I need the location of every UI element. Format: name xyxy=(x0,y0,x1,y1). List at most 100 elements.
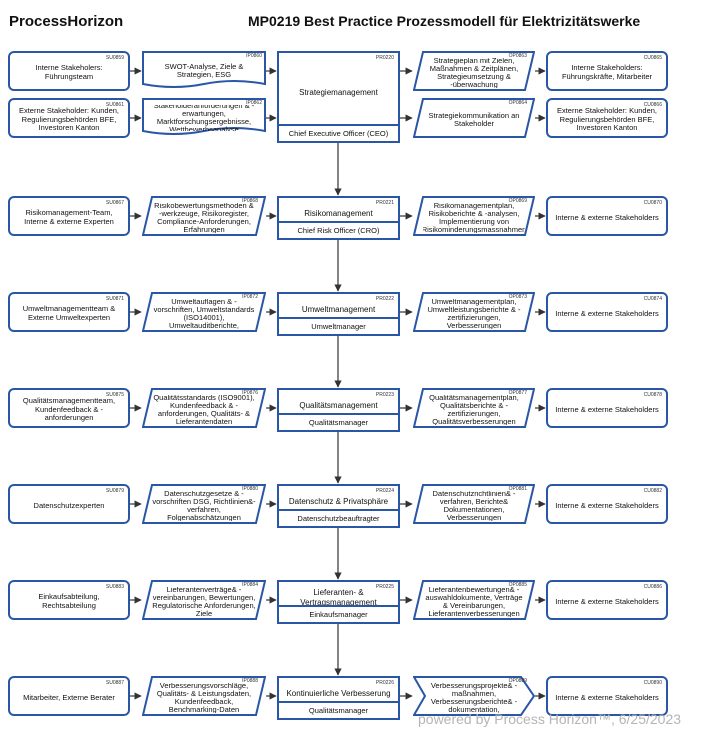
process-code: PR0223 xyxy=(375,392,394,398)
node-text: Interne Stakeholders: Führungskräfte, Mi… xyxy=(561,63,653,81)
node-text: Interne & externe Stakeholders xyxy=(555,212,659,222)
node-code: SU0859 xyxy=(105,55,124,61)
input-document[interactable]: IP0860 SWOT-Analyse, Ziele & Strategien,… xyxy=(142,51,266,91)
supplier-node[interactable]: SU0859 Interne Stakeholers: Führungsteam xyxy=(8,51,130,91)
node-code: SU0867 xyxy=(105,200,124,206)
node-text: Mitarbeiter, Externe Berater xyxy=(23,692,115,702)
node-text: Externe Stakeholder: Kunden, Regulierung… xyxy=(18,107,120,133)
output-parallelogram[interactable]: OP0863 Strategieplan mit Zielen, Maßnahm… xyxy=(413,51,535,91)
node-code: SU0887 xyxy=(105,680,124,686)
brand-title: ProcessHorizon xyxy=(9,13,124,30)
process-role: Chief Risk Officer (CRO) xyxy=(279,221,398,238)
footer-credit: powered by Process Horizon™, 6/25/2023 xyxy=(418,711,682,727)
node-code: IP0872 xyxy=(242,294,258,300)
node-code: OP0889 xyxy=(508,678,527,684)
process-name: Strategiemanagement xyxy=(299,87,378,97)
node-code: CU0890 xyxy=(643,680,662,686)
node-text: Verbesserungsprojekte& -maßnahmen, Verbe… xyxy=(430,683,518,713)
node-code: CU0886 xyxy=(643,584,662,590)
node-text: Datenschutzgesetze & -vorschriften DSG, … xyxy=(152,491,256,521)
process-code: PR0220 xyxy=(375,55,394,61)
supplier-node[interactable]: SU0861 Externe Stakeholder: Kunden, Regu… xyxy=(8,98,130,138)
node-code: OP0863 xyxy=(508,53,527,59)
process-box[interactable]: PR0220 Strategiemanagement Chief Executi… xyxy=(277,51,400,143)
node-code: IP0860 xyxy=(246,53,262,59)
node-code: IP0880 xyxy=(242,486,258,492)
node-code: IP0876 xyxy=(242,390,258,396)
node-code: SU0871 xyxy=(105,296,124,302)
process-role: Qualitätsmanager xyxy=(279,413,398,430)
node-text: Strategieplan mit Zielen, Maßnahmen & Ze… xyxy=(429,58,519,88)
process-name: Lieferanten- & Vertragsmanagement xyxy=(300,588,377,607)
node-text: Stakeholderanforderungen & -erwartungen,… xyxy=(153,105,255,131)
input-document[interactable]: IP0862 Stakeholderanforderungen & -erwar… xyxy=(142,98,266,138)
customer-node[interactable]: CU0865 Interne Stakeholders: Führungskrä… xyxy=(546,51,668,91)
output-parallelogram[interactable]: OP0864 Strategiekommunikation an Stakeho… xyxy=(413,98,535,138)
customer-node[interactable]: CU0866 Externe Stakeholder: Kunden, Regu… xyxy=(546,98,668,138)
process-code: PR0222 xyxy=(375,296,394,302)
node-code: OP0873 xyxy=(508,294,527,300)
node-code: OP0877 xyxy=(508,390,527,396)
node-text: Datenschutzexperten xyxy=(33,500,105,510)
page-title: MP0219 Best Practice Prozessmodell für E… xyxy=(248,13,641,29)
process-code: PR0226 xyxy=(375,680,394,686)
node-code: IP0888 xyxy=(242,678,258,684)
node-code: CU0866 xyxy=(643,102,662,108)
process-name: Umweltmanagement xyxy=(301,304,376,314)
process-name: Qualitätsmanagement xyxy=(299,400,378,410)
node-code: IP0884 xyxy=(242,582,258,588)
process-code: PR0224 xyxy=(375,488,394,494)
node-text: Verbesserungsvorschläge, Qualitäts- & Le… xyxy=(156,683,252,713)
node-text: Interne & externe Stakeholders xyxy=(555,308,659,318)
node-text: Umweltauflagen & -vorschriften, Umweltst… xyxy=(153,299,255,329)
process-name: Risikomanagement xyxy=(304,208,373,218)
node-text: Interne Stakeholers: Führungsteam xyxy=(35,63,103,81)
node-code: OP0885 xyxy=(508,582,527,588)
node-code: CU0870 xyxy=(643,200,662,206)
node-code: OP0869 xyxy=(508,198,527,204)
node-text: Interne & externe Stakeholders xyxy=(555,500,659,510)
process-name: Datenschutz & Privatsphäre xyxy=(288,496,389,506)
node-code: CU0882 xyxy=(643,488,662,494)
node-text: Interne & externe Stakeholders xyxy=(555,692,659,702)
node-code: CU0874 xyxy=(643,296,662,302)
node-code: CU0865 xyxy=(643,55,662,61)
node-code: OP0881 xyxy=(508,486,527,492)
process-code: PR0225 xyxy=(375,584,394,590)
process-role: Chief Executive Officer (CEO) xyxy=(279,124,398,141)
process-name: Kontinuierliche Verbesserung xyxy=(286,688,391,698)
node-code: SU0879 xyxy=(105,488,124,494)
node-text: Datenschutzrichtlinien& -verfahren, Beri… xyxy=(432,491,516,521)
